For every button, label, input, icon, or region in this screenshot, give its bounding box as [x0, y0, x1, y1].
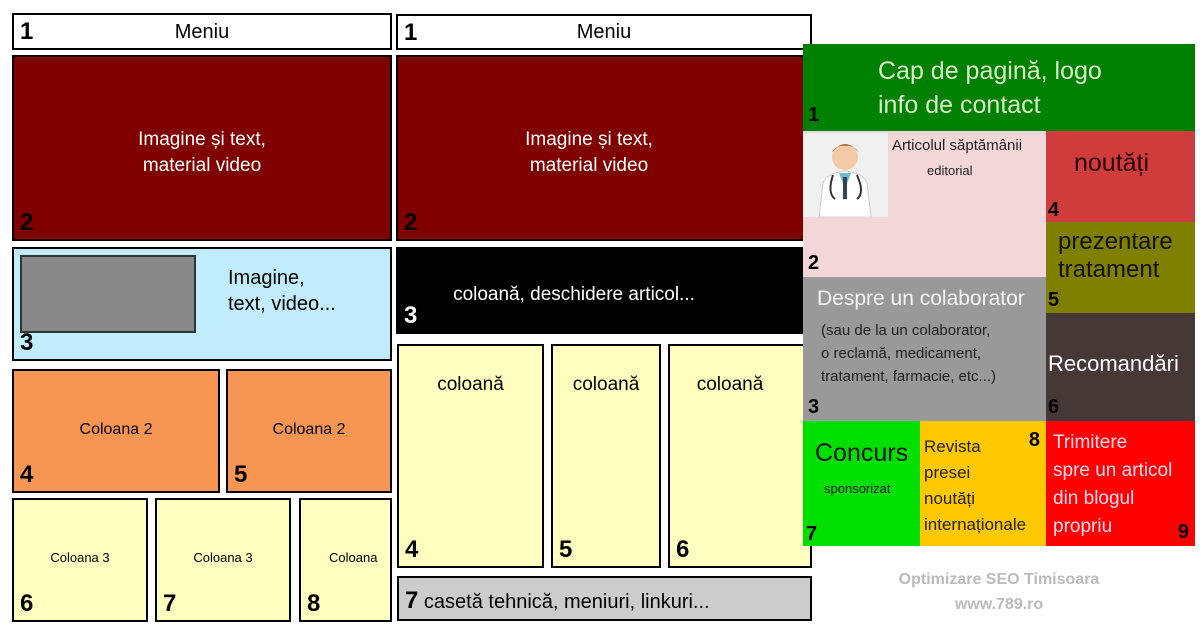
collab-title: Despre un colaborator	[817, 287, 1025, 310]
column-label: Coloana 3	[193, 550, 253, 565]
column-block: coloană 4	[397, 344, 544, 568]
block-number: 9	[1177, 521, 1189, 543]
collab-text: (sau de la un colaborator,	[821, 322, 991, 339]
header-text: Cap de pagină, logo	[878, 57, 1102, 85]
block-number: 2	[404, 209, 418, 236]
image-placeholder	[20, 255, 196, 333]
column-label: coloană	[437, 374, 504, 395]
collab-text: o reclamă, medicament,	[821, 345, 982, 362]
feature-block: Imagine, text, video... 3	[12, 247, 392, 361]
news-block: noutăți 4	[1046, 131, 1195, 222]
press-block: Revista presei noutăți internaționale 8	[920, 421, 1046, 546]
column-label: Coloana 2	[79, 421, 153, 438]
column-label: coloană	[696, 374, 764, 395]
header-block: Cap de pagină, logo info de contact 1	[803, 44, 1195, 131]
block-number: 1	[404, 19, 418, 46]
treatment-text: prezentare	[1058, 228, 1173, 255]
hero-text: material video	[529, 155, 649, 176]
block-number: 4	[1048, 199, 1060, 221]
press-text: internaționale	[924, 515, 1027, 534]
block-number: 6	[20, 590, 34, 617]
column3-block: Coloana 8	[299, 498, 392, 622]
watermark-line: Optimizare SEO Timisoara	[898, 571, 1100, 588]
article-bar: coloană, deschidere articol... 3	[396, 247, 812, 334]
hero-text: Imagine și text,	[138, 129, 266, 150]
block-number: 7	[405, 587, 419, 614]
watermark-url: www.789.ro	[954, 596, 1044, 613]
news-label: noutăți	[1074, 149, 1150, 177]
block-number: 7	[806, 523, 818, 545]
link-text: spre un articol	[1053, 460, 1173, 481]
doctor-icon	[803, 133, 888, 218]
link-text: propriu	[1053, 516, 1113, 537]
link-text: din blogul	[1053, 488, 1135, 509]
column-label: coloană	[572, 374, 640, 395]
block-number: 5	[559, 536, 573, 563]
contest-title: Concurs	[815, 439, 909, 467]
tech-footer: 7 casetă tehnică, meniuri, linkuri...	[397, 576, 812, 621]
column2-block: Coloana 2 5	[226, 369, 392, 493]
block-number: 6	[1048, 396, 1060, 418]
footer-label: casetă tehnică, meniuri, linkuri...	[423, 591, 710, 613]
recommendations-block: Recomandări 6	[1046, 313, 1195, 421]
column-label: Coloana	[329, 550, 378, 565]
article-title: Articolul săptămânii	[892, 137, 1023, 154]
block-number: 6	[676, 536, 690, 563]
contest-block: Concurs sponsorizat 7	[803, 421, 920, 546]
link-text: Trimitere	[1053, 432, 1128, 453]
hero-text: material video	[142, 155, 262, 176]
block-number: 3	[808, 396, 820, 418]
column-block: coloană 5	[551, 344, 661, 568]
menu-block: 1 Meniu	[396, 14, 812, 50]
watermark: Optimizare SEO Timisoara www.789.ro	[803, 567, 1195, 617]
recom-label: Recomandări	[1048, 351, 1179, 376]
column-block: coloană 6	[668, 344, 812, 568]
block-number: 2	[808, 252, 820, 274]
block-number: 8	[1028, 429, 1040, 451]
contest-subtitle: sponsorizat	[824, 481, 891, 496]
hero-text: Imagine și text,	[525, 129, 653, 150]
block-number: 8	[307, 590, 321, 617]
block-number: 7	[163, 590, 177, 617]
block-number: 5	[1048, 289, 1060, 311]
menu-label: Meniu	[576, 21, 632, 43]
hero-block: Imagine și text, material video 2	[12, 55, 392, 241]
block-number: 4	[20, 461, 34, 488]
column-label: Coloana 2	[272, 421, 346, 438]
menu-label: Meniu	[174, 21, 230, 43]
treatment-text: tratament	[1058, 256, 1160, 283]
press-text: noutăți	[924, 489, 976, 508]
bar-label: coloană, deschidere articol...	[453, 284, 695, 305]
collab-text: tratament, farmacie, etc...)	[821, 368, 997, 385]
column3-block: Coloana 3 7	[155, 498, 291, 622]
block-number: 3	[404, 302, 418, 329]
header-text: info de contact	[878, 91, 1041, 119]
article-subtitle: editorial	[927, 163, 973, 178]
block-number: 3	[20, 329, 34, 356]
column-label: Coloana 3	[50, 550, 110, 565]
blog-link-block: Trimitere spre un articol din blogul propri…	[1046, 421, 1195, 546]
block-number: 5	[234, 461, 248, 488]
collaborator-block: Despre un colaborator (sau de la un cola…	[803, 277, 1046, 421]
column2-block: Coloana 2 4	[12, 369, 220, 493]
press-text: presei	[924, 463, 971, 482]
menu-block: 1 Meniu	[12, 13, 392, 50]
feature-text: Imagine,	[228, 267, 305, 289]
hero-block: Imagine și text, material video 2	[396, 55, 812, 241]
feature-text: text, video...	[228, 293, 336, 315]
article-of-week: Articolul săptămânii editorial 2	[803, 131, 1046, 277]
press-text: Revista	[924, 437, 981, 456]
block-number: 1	[808, 104, 820, 126]
column3-block: Coloana 3 6	[12, 498, 148, 622]
block-number: 2	[20, 209, 34, 236]
block-number: 4	[405, 536, 419, 563]
block-number: 1	[20, 18, 34, 45]
